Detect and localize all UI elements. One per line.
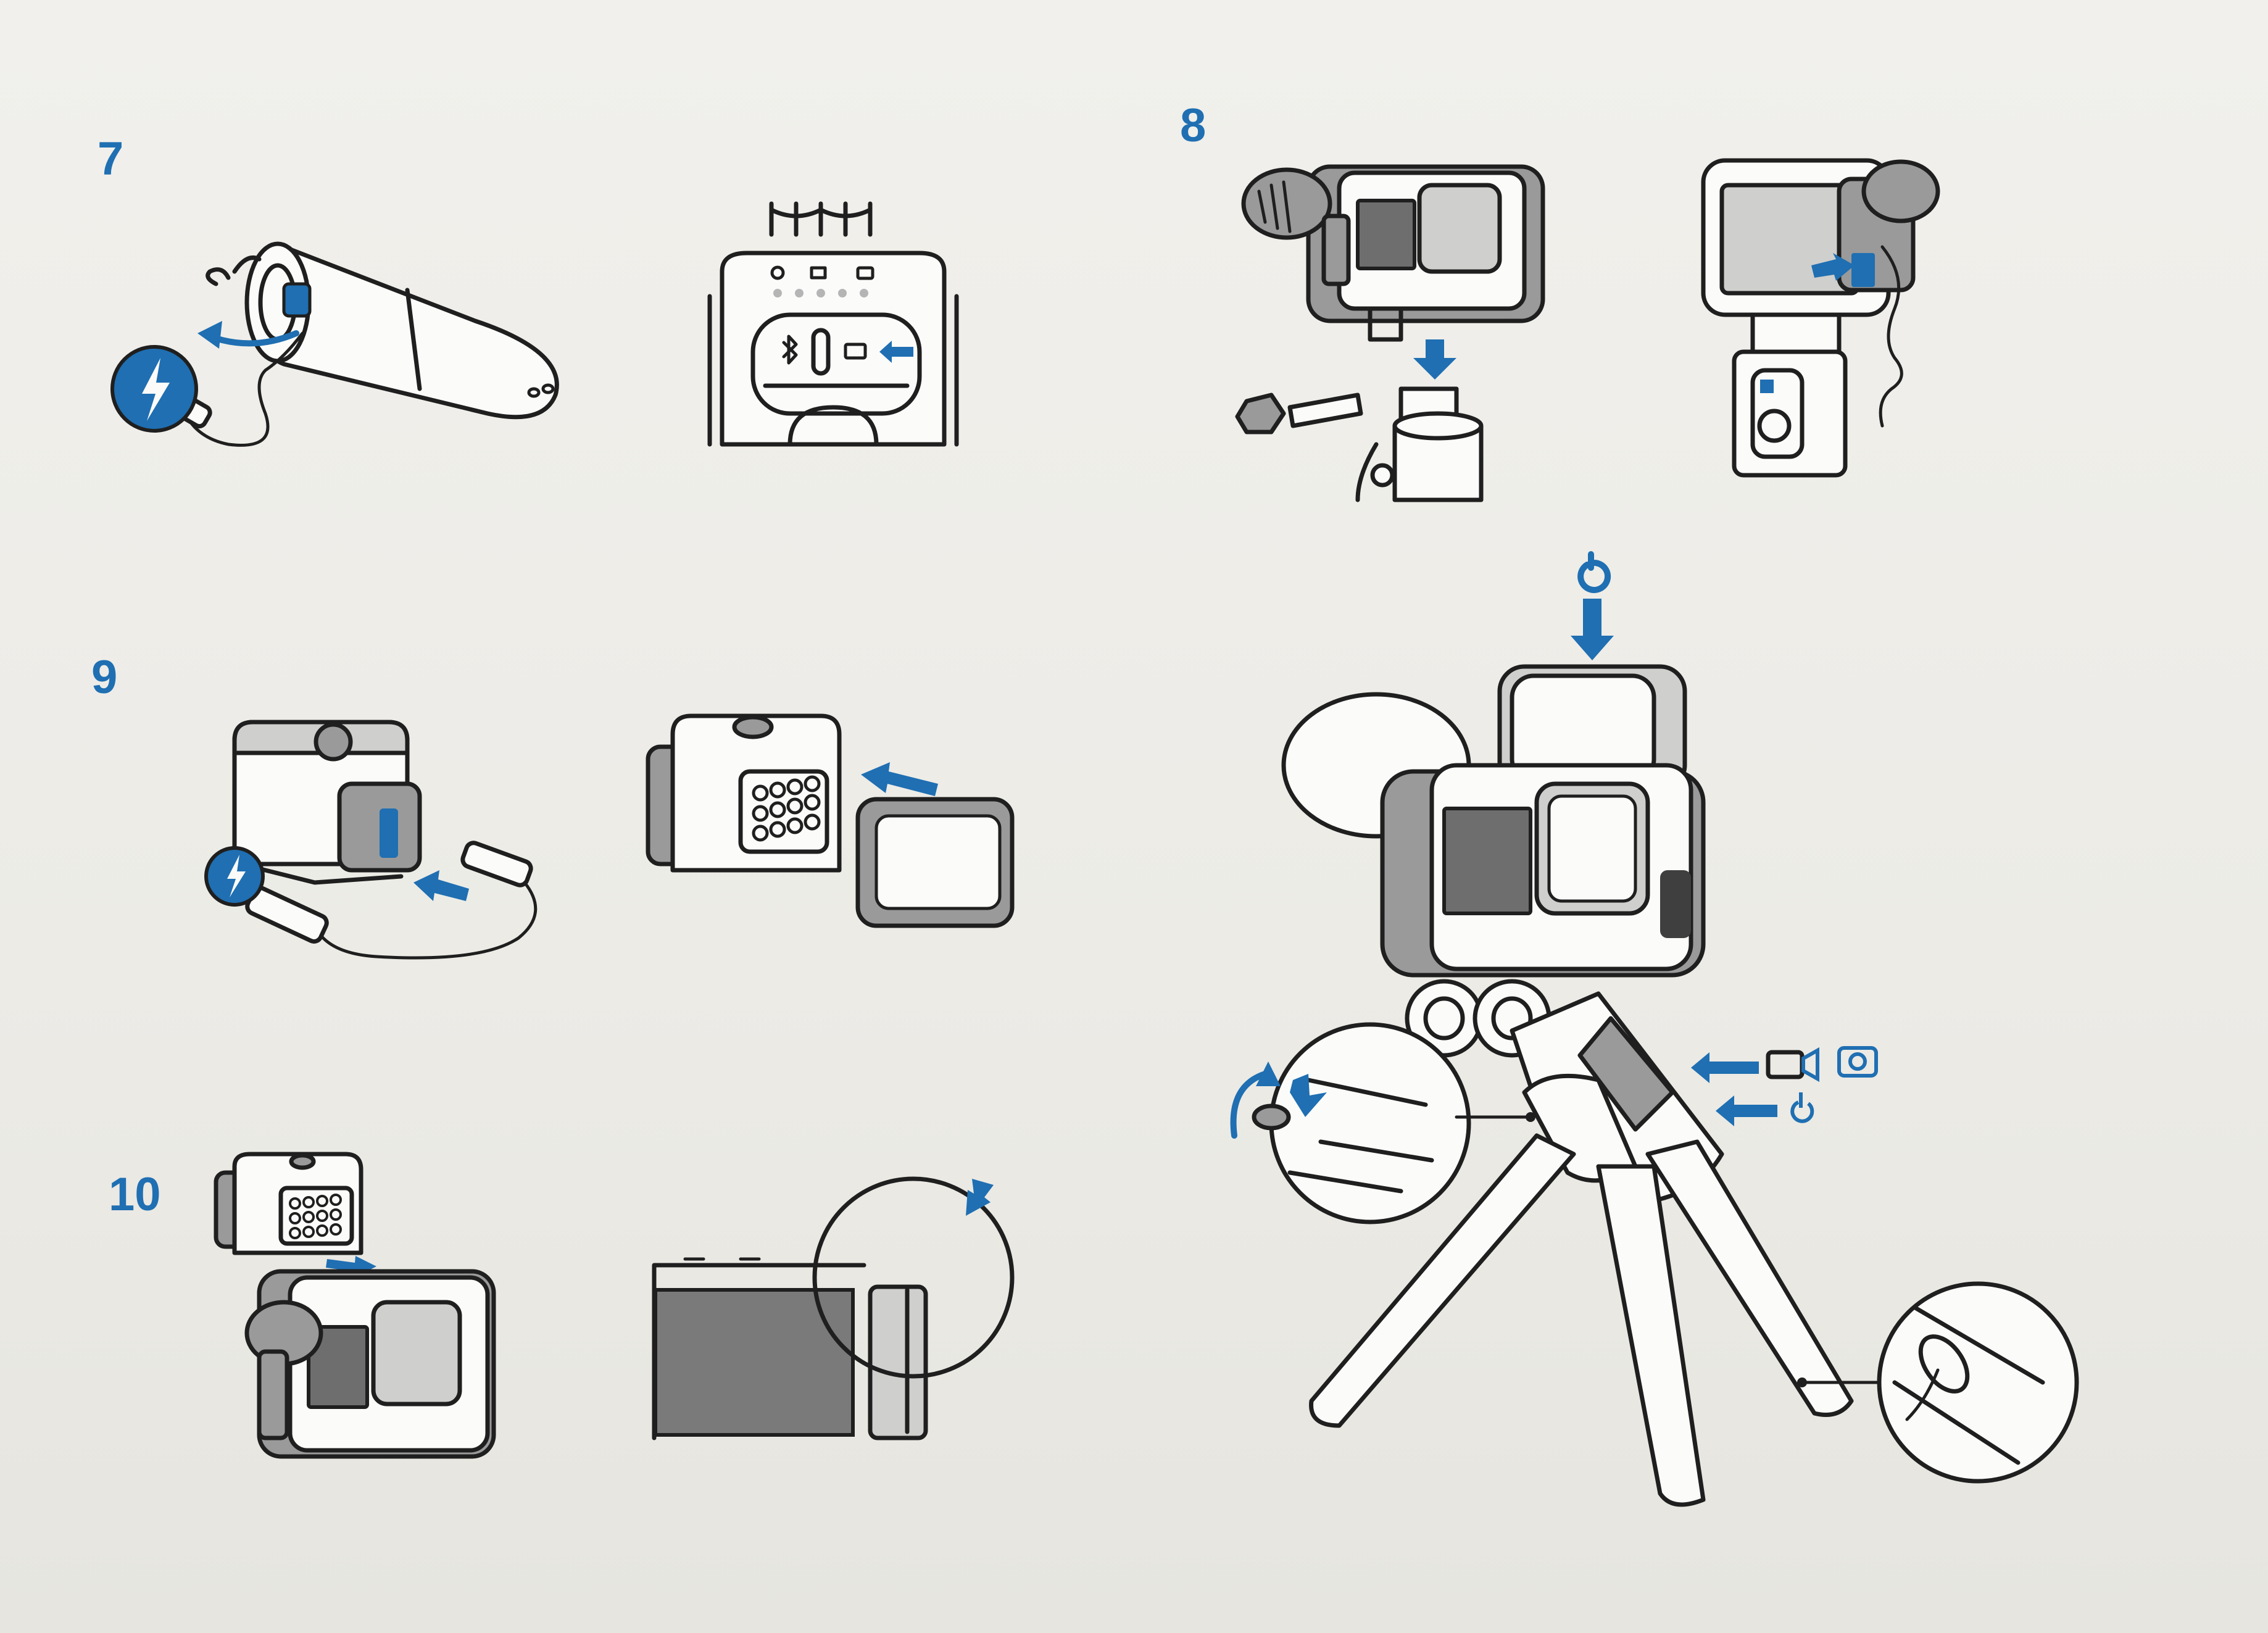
step7-grip-charging-illustration xyxy=(110,241,559,447)
led-grid xyxy=(752,775,821,842)
step-number-7: 7 xyxy=(98,133,124,185)
step7-grip-panel-closeup xyxy=(707,201,959,447)
bluetooth-icon xyxy=(782,334,798,365)
step8-frame-mount-illustration xyxy=(1235,164,1545,502)
step10-side-closeup-illustration xyxy=(652,1173,994,1440)
status-led-row xyxy=(773,289,868,297)
step-number-10: 10 xyxy=(109,1168,161,1221)
step10-light-onto-camera-illustration xyxy=(214,1152,496,1459)
step8-camera-on-grip-illustration xyxy=(1701,158,1940,478)
step9-light-charging-illustration xyxy=(204,720,538,960)
camera-icon xyxy=(1837,1046,1878,1078)
step9-light-diffuser-illustration xyxy=(646,713,1015,928)
video-icon xyxy=(1766,1050,1805,1079)
creator-setup-illustration xyxy=(1230,551,2079,1507)
power-icon xyxy=(1577,551,1611,593)
step-number-9: 9 xyxy=(91,651,118,704)
step-number-8: 8 xyxy=(1180,99,1207,152)
battery-icon xyxy=(844,343,867,360)
power-icon xyxy=(1790,1092,1814,1123)
